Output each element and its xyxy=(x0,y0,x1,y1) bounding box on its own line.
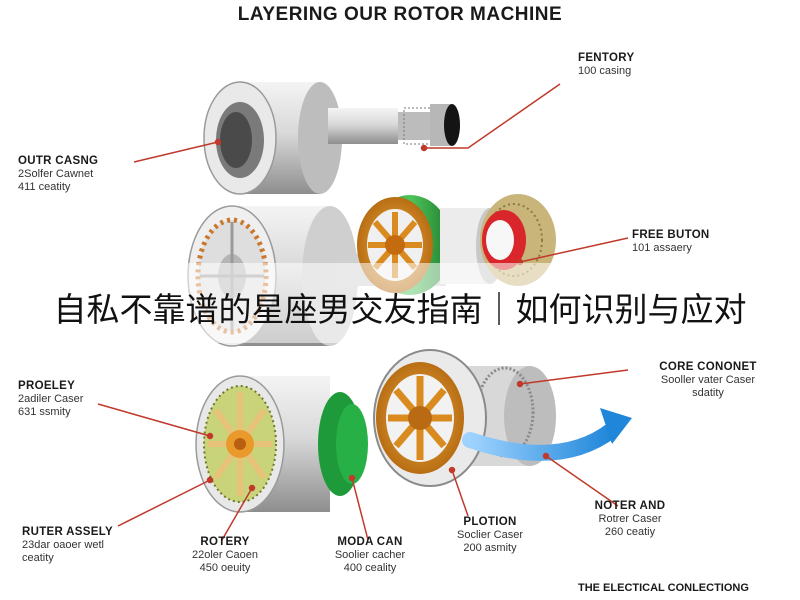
callout-moda-can: MODA CAN Soolier cacher 400 ceality xyxy=(310,536,430,575)
callout-line: 631 ssmity xyxy=(18,406,71,418)
overlay-banner-text: 自私不靠谱的星座男交友指南｜如何识别与应对 xyxy=(53,290,747,329)
callout-title: FREE BUTON xyxy=(632,229,710,241)
callout-title: PLOTION xyxy=(463,516,517,528)
callout-rotery: ROTERY 22oler Caoen 450 oeuity xyxy=(170,536,280,575)
core-gear-part xyxy=(373,349,556,487)
callout-line: 2adiler Caser xyxy=(18,393,84,405)
callout-line: Rotrer Caser xyxy=(598,513,662,525)
callout-line: 22oler Caoen xyxy=(191,549,259,561)
callout-proeley: PROELEY 2adiler Caser 631 ssmity xyxy=(18,380,83,419)
callout-line: Soolier cacher xyxy=(334,549,406,561)
callout-title: ROTERY xyxy=(200,536,250,548)
shaft-part xyxy=(328,104,460,146)
leader-noter-and xyxy=(545,455,619,507)
overlay-banner xyxy=(0,263,800,343)
rotation-arrow-icon xyxy=(462,408,632,461)
callout-fentory: FENTORY 100 casing xyxy=(578,52,634,78)
callout-ruter-assely: RUTER ASSELY 23dar oaoer wetl ceatity xyxy=(22,526,113,565)
callout-core-cononet: CORE CONONET Sooller vater Caser sdatity xyxy=(628,361,788,400)
callout-line: 2Solfer Cawnet xyxy=(18,168,94,180)
callout-title: FENTORY xyxy=(578,52,635,64)
callout-plotion: PLOTION Soclier Caser 200 asmity xyxy=(430,516,550,555)
callout-line: sdatity xyxy=(692,387,724,399)
outer-casing-part xyxy=(203,81,342,195)
callout-title: MODA CAN xyxy=(337,536,403,548)
callout-line: 200 asmity xyxy=(463,542,517,554)
leader-ruter-assely xyxy=(117,479,211,527)
leader-proeley xyxy=(97,403,211,437)
callout-line: 411 ceatity xyxy=(18,181,71,193)
callout-outr-casng: OUTR CASNG 2Solfer Cawnet 411 ceatity xyxy=(18,155,98,194)
callout-line: Sooller vater Caser xyxy=(660,374,756,386)
callout-line: 23dar oaoer wetl xyxy=(22,539,104,551)
callout-title: PROELEY xyxy=(18,380,76,392)
rotor-assembly-part xyxy=(195,375,368,513)
leader-moda-can xyxy=(351,477,369,541)
leader-outr-casng xyxy=(133,141,219,163)
callout-lines xyxy=(97,83,629,541)
leader-core-cononet xyxy=(519,369,629,385)
callout-line: Soclier Caser xyxy=(456,529,524,541)
leader-plotion xyxy=(451,469,469,517)
callout-title: OUTR CASNG xyxy=(18,155,99,167)
diagram-title: LAYERING OUR ROTOR MACHINE xyxy=(237,4,563,25)
callout-line: ceatity xyxy=(22,552,54,564)
callout-title: RUTER ASSELY xyxy=(22,526,113,538)
footer-caption: THE ELECTICAL CONLECTIONG xyxy=(578,582,749,594)
callout-line: 400 ceality xyxy=(343,562,397,574)
leader-free-buton xyxy=(519,237,629,263)
callout-line: 101 assaery xyxy=(632,242,692,254)
callout-title: NOTER AND xyxy=(594,500,666,512)
callout-title: CORE CONONET xyxy=(659,361,757,373)
leader-rotery xyxy=(221,487,253,541)
callout-noter-and: NOTER AND Rotrer Caser 260 ceatiy xyxy=(560,500,700,539)
callout-line: 450 oeuity xyxy=(199,562,251,574)
callout-free-buton: FREE BUTON 101 assaery xyxy=(632,229,710,255)
callout-line: 260 ceatiy xyxy=(604,526,656,538)
leader-fentory xyxy=(424,83,561,149)
callout-line: 100 casing xyxy=(578,65,632,77)
